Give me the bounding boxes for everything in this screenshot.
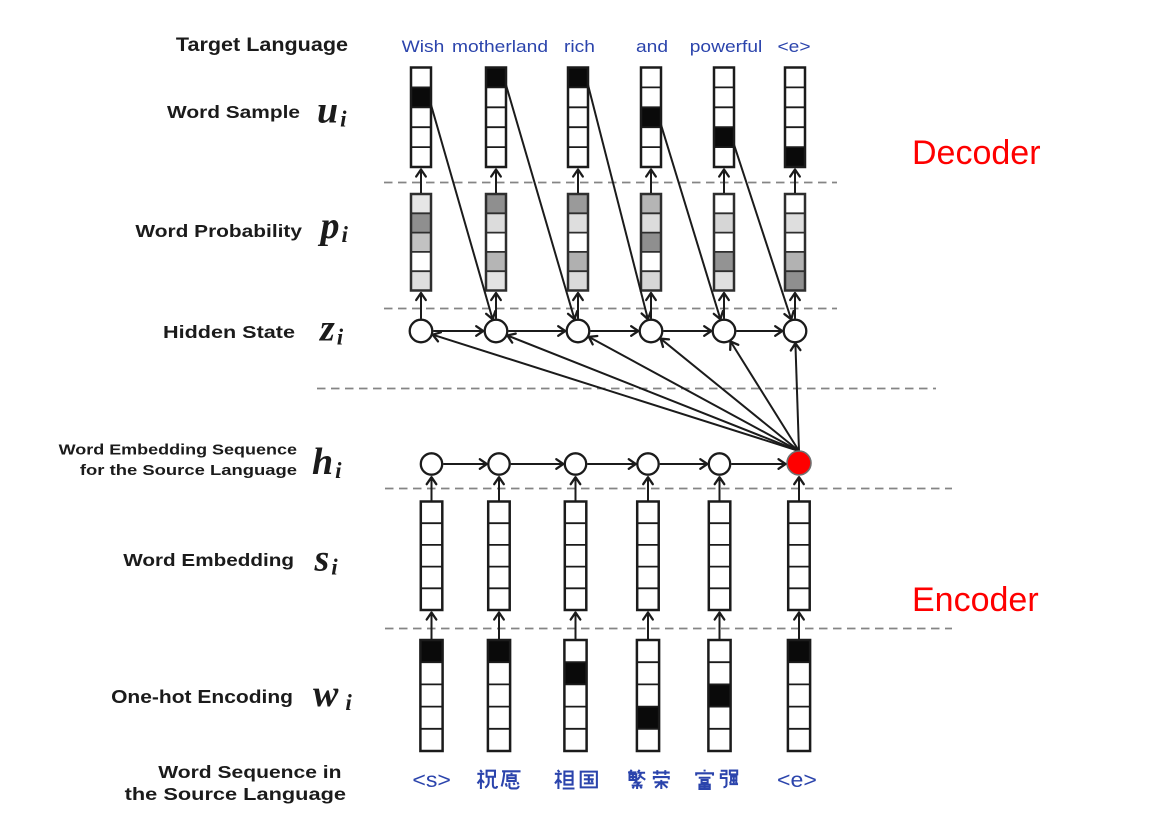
svg-text:the Source Language: the Source Language <box>125 785 346 805</box>
svg-text:rich: rich <box>564 37 595 56</box>
svg-text:for the Source Language: for the Source Language <box>80 462 297 479</box>
svg-text:Word Embedding Sequence: Word Embedding Sequence <box>59 441 297 458</box>
svg-text:Encoder: Encoder <box>912 581 1039 619</box>
svg-text:One-hot Encoding: One-hot Encoding <box>111 687 293 707</box>
svg-text:<e>: <e> <box>777 768 817 792</box>
svg-text:Word Sample: Word Sample <box>167 102 300 122</box>
svg-text:and: and <box>636 37 668 56</box>
svg-text:Word Sequence in: Word Sequence in <box>158 762 341 782</box>
svg-text:powerful: powerful <box>690 37 763 56</box>
svg-text:<s>: <s> <box>412 768 451 792</box>
svg-text:motherland: motherland <box>452 37 548 56</box>
svg-text:Decoder: Decoder <box>912 134 1041 172</box>
svg-text:Wish: Wish <box>402 37 445 56</box>
svg-text:Target Language: Target Language <box>176 35 348 56</box>
svg-text:<e>: <e> <box>777 37 810 56</box>
svg-text:Word Embedding: Word Embedding <box>123 550 294 570</box>
svg-text:Hidden State: Hidden State <box>163 323 295 343</box>
svg-text:Word Probability: Word Probability <box>135 221 302 241</box>
